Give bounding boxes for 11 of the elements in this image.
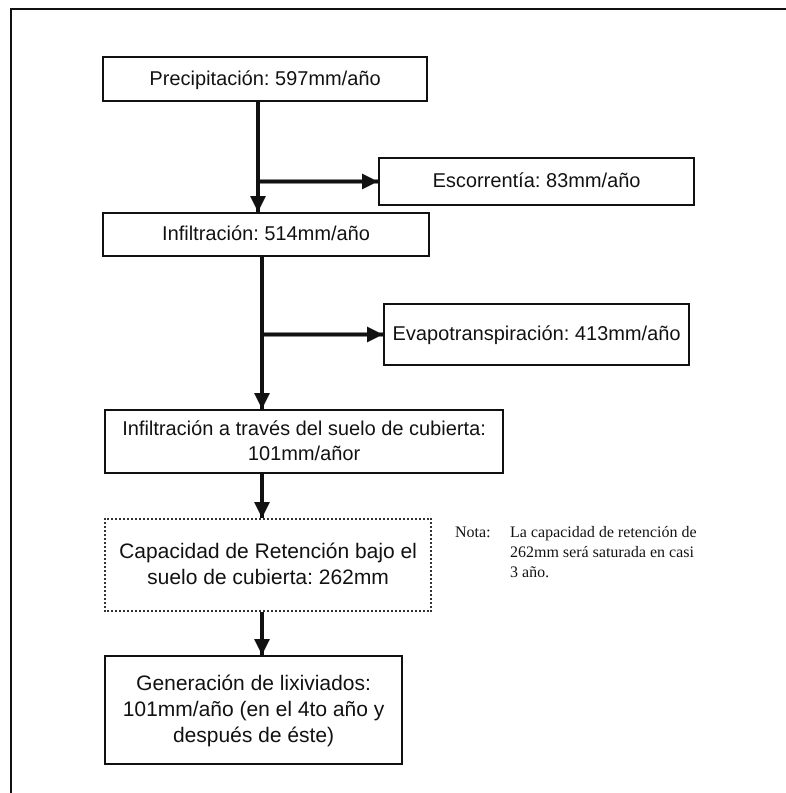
note-text: La capacidad de retención de 262mm será saturada en casi 3 año. — [510, 523, 698, 583]
process-box: Generación de lixiviados: 101mm/año (en el 4to año y después de éste) — [104, 655, 403, 765]
process-box: Infiltración a través del suelo de cubierta: 101mm/añor — [104, 409, 504, 474]
process-box: Escorrentía: 83mm/año — [378, 157, 695, 206]
arrow — [254, 474, 270, 518]
dotted-box: Capacidad de Retención bajo el suelo de cubierta: 262mm — [104, 518, 432, 612]
process-box: Infiltración: 514mm/año — [102, 212, 430, 257]
process-box: Evapotranspiración: 413mm/año — [383, 303, 690, 366]
note-label: Nota: — [455, 523, 492, 543]
arrow — [254, 612, 270, 655]
process-box: Precipitación: 597mm/año — [102, 56, 428, 102]
